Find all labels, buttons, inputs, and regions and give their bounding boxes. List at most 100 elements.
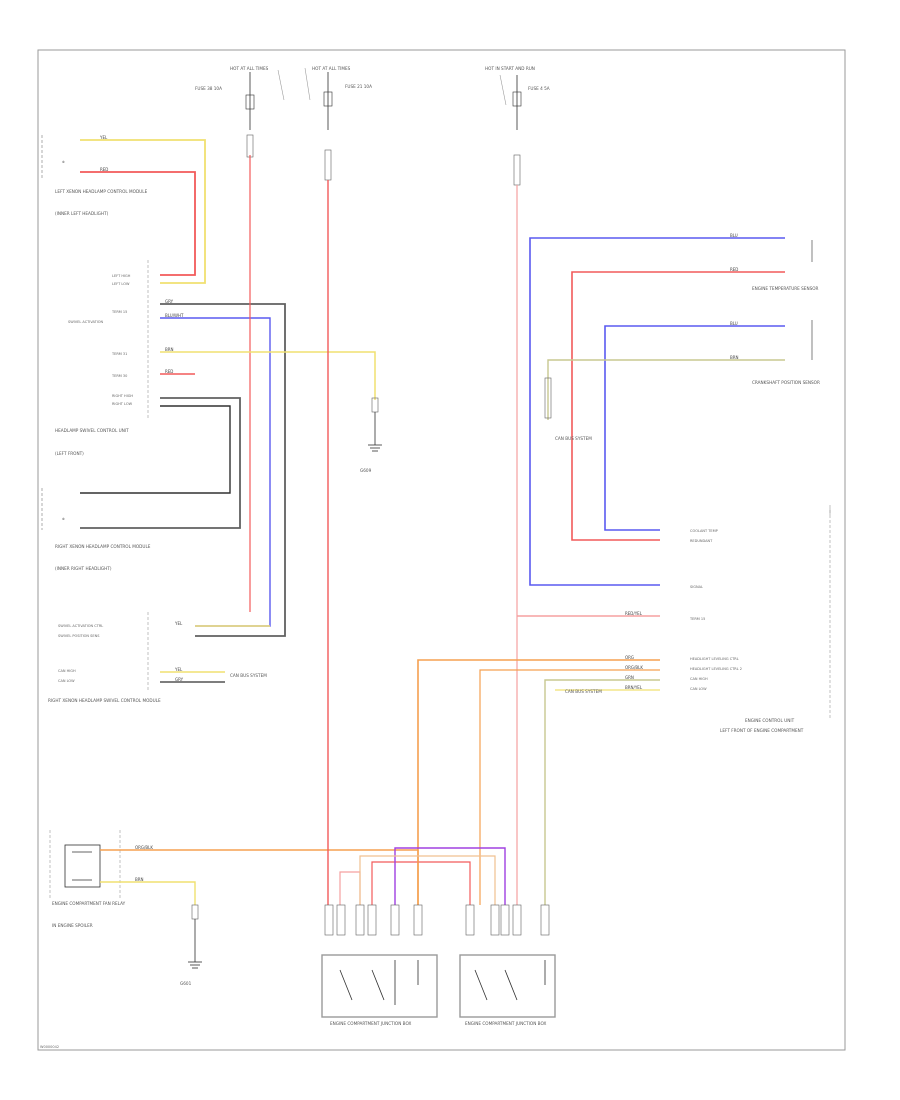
svg-text:SWIVEL ACTIVATION CTRL: SWIVEL ACTIVATION CTRL [58, 624, 103, 628]
svg-text:GRY: GRY [175, 677, 184, 682]
wire-red-sensor-top [571, 271, 785, 541]
svg-text:G601: G601 [180, 981, 192, 986]
svg-text:CAN LOW: CAN LOW [58, 679, 75, 683]
svg-text:YEL: YEL [174, 621, 183, 626]
wire-can-ecu-1 [544, 679, 660, 905]
wire-jb-violet [394, 847, 506, 905]
svg-text:FUSE 38 10A: FUSE 38 10A [195, 86, 222, 91]
svg-text:RIGHT HIGH: RIGHT HIGH [112, 394, 133, 398]
junction-box-b: ENGINE COMPARTMENT JUNCTION BOX [459, 904, 556, 1026]
canbus-right-label: CAN BUS SYSTEM [555, 436, 592, 441]
svg-text:HEADLIGHT LEVELING CTRL: HEADLIGHT LEVELING CTRL [690, 657, 739, 661]
fuse-top-mid: HOT AT ALL TIMES FUSE 21 10A [304, 66, 372, 181]
svg-text:CAN LOW: CAN LOW [690, 687, 707, 691]
sensor-mid: CRANKSHAFT POSITION SENSOR [752, 320, 820, 385]
ground-g609: G609 [360, 397, 382, 473]
wire-left-red [80, 171, 196, 276]
svg-text:SWIVEL POSITION SENS: SWIVEL POSITION SENS [58, 634, 100, 638]
sensor-top: ENGINE TEMPERATURE SENSOR [752, 240, 819, 291]
svg-text:CAN BUS SYSTEM: CAN BUS SYSTEM [230, 673, 267, 678]
wire-jb-pink-1 [339, 871, 361, 905]
svg-text:RIGHT LOW: RIGHT LOW [112, 402, 133, 406]
svg-text:GRY: GRY [165, 299, 174, 304]
svg-text:ORG/BLK: ORG/BLK [135, 845, 153, 850]
svg-text:REDUNDANT: REDUNDANT [690, 539, 713, 543]
svg-text:YEL: YEL [99, 135, 108, 140]
wire-gray-3 [80, 405, 231, 494]
svg-text:SWIVEL ACTIVATION: SWIVEL ACTIVATION [68, 320, 104, 324]
engine-ecu-pins: COOLANT TEMP REDUNDANT SIGNAL TERM 15 HE… [689, 510, 831, 733]
svg-text:(INNER RIGHT HEADLIGHT): (INNER RIGHT HEADLIGHT) [55, 566, 112, 571]
svg-text:ORG: ORG [625, 655, 634, 660]
footer-code: W0000042 [40, 1045, 59, 1049]
wire-term31-yel [160, 351, 376, 400]
right-headlamp-module: ⊗ RIGHT XENON HEADLAMP CONTROL MODULE (I… [41, 488, 151, 571]
svg-text:LEFT FRONT OF ENGINE COMPARTME: LEFT FRONT OF ENGINE COMPARTMENT [720, 728, 804, 733]
svg-text:CAN HIGH: CAN HIGH [690, 677, 708, 681]
wire-blue-swivel [160, 317, 271, 627]
svg-text:LEFT LOW: LEFT LOW [112, 282, 130, 286]
svg-text:TERM 15: TERM 15 [111, 310, 127, 314]
svg-text:COOLANT TEMP: COOLANT TEMP [690, 529, 718, 533]
wire-jb-red-2 [371, 861, 471, 905]
svg-text:ORG/BLK: ORG/BLK [625, 665, 643, 670]
svg-text:IN ENGINE SPOILER: IN ENGINE SPOILER [52, 923, 93, 928]
svg-text:TERM 30: TERM 30 [111, 374, 127, 378]
svg-text:BRN/YEL: BRN/YEL [625, 685, 643, 690]
right-swivel-module: SWIVEL ACTIVATION CTRL SWIVEL POSITION S… [48, 612, 161, 703]
svg-text:GRN: GRN [625, 675, 634, 680]
wire-gray-1 [160, 303, 286, 637]
wire-gray-2 [80, 397, 241, 529]
svg-text:HOT IN START AND RUN: HOT IN START AND RUN [485, 66, 535, 71]
svg-text:TERM 31: TERM 31 [111, 352, 127, 356]
svg-text:ENGINE COMPARTMENT JUNCTION BO: ENGINE COMPARTMENT JUNCTION BOX [330, 1021, 412, 1026]
svg-text:CAN BUS SYSTEM: CAN BUS SYSTEM [565, 689, 602, 694]
svg-text:G609: G609 [360, 468, 372, 473]
relay-left: ENGINE COMPARTMENT FAN RELAY IN ENGINE S… [49, 830, 126, 928]
wire-left-yel [80, 139, 206, 284]
svg-text:CAN HIGH: CAN HIGH [58, 669, 76, 673]
svg-text:BRN: BRN [165, 347, 174, 352]
ground-g601: G601 [180, 904, 202, 986]
wire-jb-tan [359, 855, 496, 905]
svg-text:RED: RED [730, 267, 738, 272]
svg-text:ENGINE CONTROL UNIT: ENGINE CONTROL UNIT [745, 718, 795, 723]
svg-text:ENGINE COMPARTMENT FAN RELAY: ENGINE COMPARTMENT FAN RELAY [52, 901, 126, 906]
svg-text:ENGINE TEMPERATURE SENSOR: ENGINE TEMPERATURE SENSOR [752, 286, 819, 291]
wire-orange-level [417, 659, 660, 905]
wire-blue-sensor-top [529, 237, 785, 586]
svg-text:BLU: BLU [730, 321, 738, 326]
svg-text:RED/YEL: RED/YEL [625, 611, 643, 616]
svg-text:RED: RED [165, 369, 173, 374]
svg-text:SIGNAL: SIGNAL [690, 585, 703, 589]
svg-text:⊗: ⊗ [62, 160, 65, 164]
diagram-border [37, 49, 846, 1051]
svg-text:BRN: BRN [730, 355, 739, 360]
svg-text:LEFT HIGH: LEFT HIGH [112, 274, 131, 278]
svg-text:TERM 15: TERM 15 [689, 617, 705, 621]
wire-relay-yel [100, 881, 196, 905]
fuse-top-right: HOT IN START AND RUN FUSE 4 5A [485, 66, 550, 186]
svg-text:HEADLIGHT LEVELING CTRL 2: HEADLIGHT LEVELING CTRL 2 [690, 667, 742, 671]
svg-text:HOT AT ALL TIMES: HOT AT ALL TIMES [230, 66, 269, 71]
svg-text:⊗: ⊗ [62, 517, 65, 521]
wire-orange-level-2 [479, 669, 660, 905]
junction-box-a: ENGINE COMPARTMENT JUNCTION BOX [321, 904, 438, 1026]
svg-text:BLU/WHT: BLU/WHT [165, 313, 184, 318]
svg-text:(INNER LEFT HEADLIGHT): (INNER LEFT HEADLIGHT) [55, 211, 109, 216]
svg-text:HOT AT ALL TIMES: HOT AT ALL TIMES [312, 66, 351, 71]
svg-text:RIGHT XENON HEADLAMP SWIVEL CO: RIGHT XENON HEADLAMP SWIVEL CONTROL MODU… [48, 698, 161, 703]
svg-text:RED: RED [100, 167, 108, 172]
left-headlamp-module: LEFT XENON HEADLAMP CONTROL MODULE (INNE… [41, 135, 148, 216]
fuse-top-left: HOT AT ALL TIMES FUSE 38 10A [195, 66, 285, 158]
svg-text:FUSE 21 10A: FUSE 21 10A [345, 84, 372, 89]
wire-yel-crank [547, 359, 785, 420]
svg-text:HEADLAMP SWIVEL CONTROL UNIT: HEADLAMP SWIVEL CONTROL UNIT [55, 428, 129, 433]
svg-text:(LEFT FRONT): (LEFT FRONT) [55, 451, 84, 456]
svg-text:FUSE 4 5A: FUSE 4 5A [528, 86, 550, 91]
svg-text:YEL: YEL [174, 667, 183, 672]
svg-text:BRN: BRN [135, 877, 144, 882]
svg-text:BLU: BLU [730, 233, 738, 238]
wire-blue-sensor-mid [604, 325, 785, 531]
